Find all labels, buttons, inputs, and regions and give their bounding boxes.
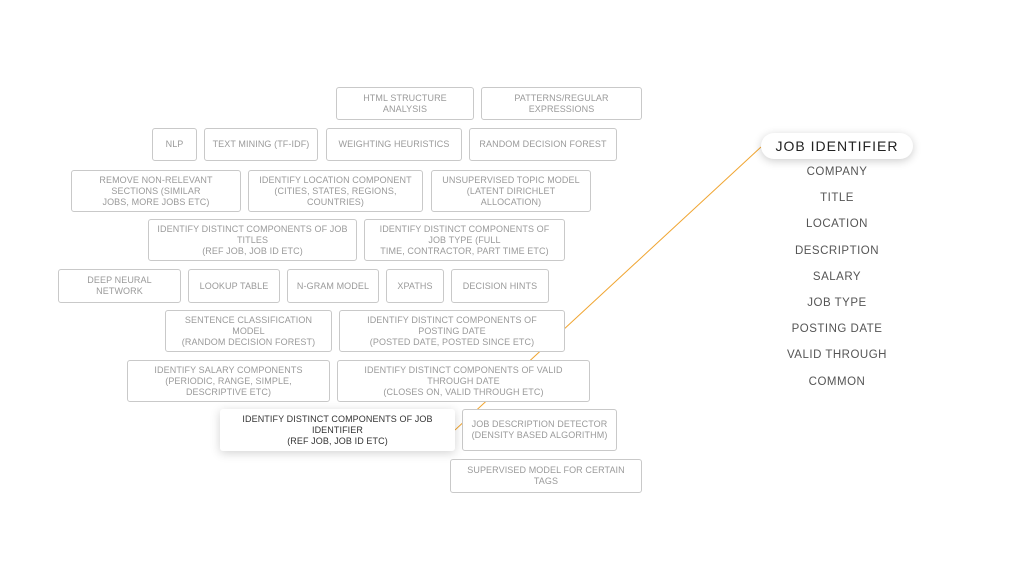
box-line: NLP xyxy=(165,139,184,149)
box-line: (POSTED DATE, POSTED SINCE ETC) xyxy=(369,336,535,347)
box-line: IDENTIFY SALARY COMPONENTS xyxy=(154,364,303,375)
box-line: HTML STRUCTURE ANALYSIS xyxy=(363,92,447,114)
box-components-valid-through-date[interactable]: IDENTIFY DISTINCT COMPONENTS OF VALID TH… xyxy=(337,360,590,402)
box-line: RANDOM DECISION FOREST xyxy=(479,139,607,149)
box-components-job-titles[interactable]: IDENTIFY DISTINCT COMPONENTS OF JOB TITL… xyxy=(148,219,357,261)
box-line: WEIGHTING HEURISTICS xyxy=(338,139,450,149)
box-line: (REF JOB, JOB ID ETC) xyxy=(287,435,388,446)
box-deep-neural-network[interactable]: DEEP NEURAL NETWORK xyxy=(58,269,181,303)
box-random-decision-forest[interactable]: RANDOM DECISION FOREST xyxy=(469,128,617,161)
box-line: IDENTIFY DISTINCT COMPONENTS OF JOB TYPE… xyxy=(379,223,550,245)
box-components-posting-date[interactable]: IDENTIFY DISTINCT COMPONENTS OF POSTING … xyxy=(339,310,565,352)
box-sentence-classification-model[interactable]: SENTENCE CLASSIFICATION MODEL (RANDOM DE… xyxy=(165,310,332,352)
box-n-gram-model[interactable]: N-GRAM MODEL xyxy=(287,269,379,303)
box-nlp[interactable]: NLP xyxy=(152,128,197,161)
field-item-job-identifier[interactable]: JOB IDENTIFIER xyxy=(761,133,913,159)
field-item-valid-through[interactable]: VALID THROUGH xyxy=(786,349,887,362)
box-line: TIME, CONTRACTOR, PART TIME ETC) xyxy=(380,245,549,256)
field-item-posting-date[interactable]: POSTING DATE xyxy=(791,323,883,336)
field-list: JOB IDENTIFIER COMPANY TITLE LOCATION DE… xyxy=(761,133,913,395)
box-line: IDENTIFY DISTINCT COMPONENTS OF JOB IDEN… xyxy=(242,413,433,435)
box-line: (PERIODIC, RANGE, SIMPLE, DESCRIPTIVE ET… xyxy=(165,375,292,397)
box-line: (REF JOB, JOB ID ETC) xyxy=(202,245,303,256)
box-remove-non-relevant-sections[interactable]: REMOVE NON-RELEVANT SECTIONS (SIMILAR JO… xyxy=(71,170,241,212)
box-identify-salary-components[interactable]: IDENTIFY SALARY COMPONENTS (PERIODIC, RA… xyxy=(127,360,330,402)
box-line: (CLOSES ON, VALID THROUGH ETC) xyxy=(383,386,544,397)
box-line: XPATHS xyxy=(397,280,433,291)
box-line: (RANDOM DECISION FOREST) xyxy=(181,336,316,347)
box-html-structure-analysis[interactable]: HTML STRUCTURE ANALYSIS xyxy=(336,87,474,120)
box-line: PATTERNS/REGULAR EXPRESSIONS xyxy=(514,92,609,114)
box-supervised-model-certain-tags[interactable]: SUPERVISED MODEL FOR CERTAIN TAGS xyxy=(450,459,642,493)
field-item-company[interactable]: COMPANY xyxy=(806,166,868,178)
box-line: SENTENCE CLASSIFICATION MODEL xyxy=(184,314,313,336)
box-identify-location-component[interactable]: IDENTIFY LOCATION COMPONENT (CITIES, STA… xyxy=(248,170,423,212)
box-line: (DENSITY BASED ALGORITHM) xyxy=(471,430,608,440)
box-job-description-detector[interactable]: JOB DESCRIPTION DETECTOR (DENSITY BASED … xyxy=(462,409,617,451)
box-line: JOBS, MORE JOBS ETC) xyxy=(102,196,210,207)
box-line: DECISION HINTS xyxy=(462,280,538,291)
field-item-location[interactable]: LOCATION xyxy=(806,218,868,231)
box-line: DEEP NEURAL NETWORK xyxy=(87,275,152,296)
box-line: IDENTIFY DISTINCT COMPONENTS OF JOB TITL… xyxy=(157,223,348,245)
box-text-mining[interactable]: TEXT MINING (TF-IDF) xyxy=(204,128,318,161)
box-line: SUPERVISED MODEL FOR CERTAIN TAGS xyxy=(467,465,625,486)
field-item-title[interactable]: TITLE xyxy=(820,192,854,205)
box-patterns-regular-expressions[interactable]: PATTERNS/REGULAR EXPRESSIONS xyxy=(481,87,642,120)
box-line: IDENTIFY LOCATION COMPONENT xyxy=(259,174,412,185)
box-decision-hints[interactable]: DECISION HINTS xyxy=(451,269,549,303)
box-line: IDENTIFY DISTINCT COMPONENTS OF POSTING … xyxy=(367,314,537,336)
box-line: IDENTIFY DISTINCT COMPONENTS OF VALID TH… xyxy=(364,364,563,386)
box-components-job-type[interactable]: IDENTIFY DISTINCT COMPONENTS OF JOB TYPE… xyxy=(364,219,565,261)
box-line: JOB DESCRIPTION DETECTOR xyxy=(471,419,608,429)
box-components-job-identifier[interactable]: IDENTIFY DISTINCT COMPONENTS OF JOB IDEN… xyxy=(220,409,455,451)
box-line: UNSUPERVISED TOPIC MODEL xyxy=(442,174,580,185)
field-item-common[interactable]: COMMON xyxy=(808,375,866,388)
box-xpaths[interactable]: XPATHS xyxy=(386,269,444,303)
field-item-salary[interactable]: SALARY xyxy=(812,270,862,283)
field-item-job-type[interactable]: JOB TYPE xyxy=(807,296,867,309)
box-line: N-GRAM MODEL xyxy=(296,280,370,291)
box-line: LOOKUP TABLE xyxy=(199,280,269,291)
box-lookup-table[interactable]: LOOKUP TABLE xyxy=(188,269,280,303)
box-line: (CITIES, STATES, REGIONS, COUNTRIES) xyxy=(274,185,397,207)
box-line: TEXT MINING (TF-IDF) xyxy=(212,139,310,149)
box-line: REMOVE NON-RELEVANT SECTIONS (SIMILAR xyxy=(99,174,213,196)
field-item-description[interactable]: DESCRIPTION xyxy=(794,244,880,257)
box-line: (LATENT DIRICHLET ALLOCATION) xyxy=(466,185,556,207)
box-unsupervised-topic-model[interactable]: UNSUPERVISED TOPIC MODEL (LATENT DIRICHL… xyxy=(431,170,591,212)
box-weighting-heuristics[interactable]: WEIGHTING HEURISTICS xyxy=(326,128,462,161)
